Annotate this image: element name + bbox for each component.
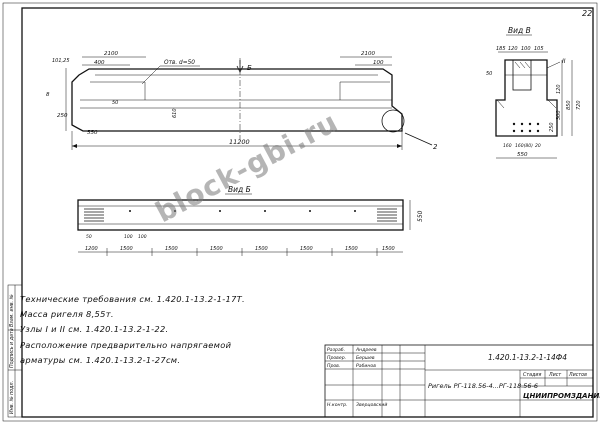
tb-name-3: Рабинов [356, 363, 376, 369]
dim-2100-right: 2100 [361, 51, 375, 57]
tb-role-1: Разраб. [327, 347, 345, 353]
view-b-dim-1200: 1200 [85, 246, 98, 252]
view-b-title: Вид Б [228, 185, 251, 194]
inner-frame [21, 7, 594, 418]
stamp-sign-label: Подпись и дата [9, 328, 15, 368]
dim-100: 100 [373, 60, 384, 66]
dim-610: 610 [172, 108, 178, 118]
view-v-dim-720: 720 [576, 100, 582, 110]
stamp-replace-label: Взам. инв. № [9, 294, 15, 327]
title-block: Разраб. Провер. Пров. Н.контр. Андреев Б… [324, 344, 600, 418]
dim-550: 550 [87, 130, 98, 136]
view-b-dim-50: 50 [86, 234, 92, 240]
page-number: 22 [582, 9, 592, 18]
note-line-4: Расположение предварительно напрягаемой [20, 339, 232, 350]
view-b-dim-550: 550 [417, 210, 424, 222]
note-line-2: Масса ригеля 8,55т. [20, 309, 114, 320]
view-v-dim-185: 185 [496, 46, 506, 52]
view-b-dim-4: 1500 [255, 246, 268, 252]
stamp-inv-label: Инв. № подл. [9, 381, 15, 414]
dim-50a: 50 [112, 100, 118, 106]
view-v-dim-550: 550 [517, 152, 528, 158]
view-b-dim-2: 1500 [165, 246, 178, 252]
tb-stage-header: Стадия [523, 372, 542, 378]
section-2-label: 2 [433, 143, 438, 151]
view-v-dim-105: 105 [534, 46, 544, 52]
tb-description: Ригель РГ-118.56-4...РГ-118.56-6 [428, 382, 538, 390]
note-line-1: Технические требования см. 1.420.1-13.2-… [20, 294, 245, 304]
view-b-dim-5: 1500 [300, 246, 313, 252]
tb-role-3: Пров. [327, 363, 340, 369]
dim-8: 8 [46, 92, 50, 98]
node-ii-label: II [562, 58, 566, 65]
tb-org: ЦНИИПРОМЗДАНИЙ [523, 391, 600, 400]
view-v-dim-160: 160 [503, 143, 512, 149]
dim-250: 250 [57, 113, 68, 119]
view-b-dim-3: 1500 [210, 246, 223, 252]
note-line-5: арматуры см. 1.420.1-13.2-1-27см. [20, 354, 181, 365]
view-v-dim-300: 300 [556, 110, 562, 120]
beam-elevation: Б 2100 2100 400 100 Отв. d=50 101,25 8 2… [46, 51, 438, 151]
view-v-dim-160-80: 160(80) [515, 143, 533, 149]
note-line-3: Узлы I и II см. 1.420.1-13.2-1-22. [20, 324, 169, 335]
view-b-dim-1: 1500 [120, 246, 133, 252]
tb-name-1: Андреев [355, 347, 377, 353]
tb-role-2: Провер. [327, 355, 346, 361]
dim-11200: 11200 [229, 138, 250, 146]
view-v: Вид В 185 120 100 105 50 120 300 850 72 [486, 26, 582, 159]
dim-400: 400 [94, 60, 105, 66]
tb-sheets-header: Листов [568, 372, 587, 378]
hole-label: Отв. d=50 [164, 60, 195, 66]
view-b-dim-100a: 100 [124, 234, 133, 240]
view-v-dim-250: 250 [549, 122, 555, 132]
view-v-dim-50: 50 [486, 71, 492, 77]
tb-name-4: Зверцовский [356, 402, 387, 408]
view-b-dim-6: 1500 [345, 246, 358, 252]
view-v-title: Вид В [508, 26, 531, 35]
tb-name-2: Бершев [356, 355, 375, 361]
tb-doc-code: 1.420.1-13.2-1-14Ф4 [488, 353, 567, 362]
dim-2100-left: 2100 [104, 51, 118, 57]
view-v-dim-120: 120 [508, 46, 518, 52]
view-b-dim-7: 1500 [382, 246, 395, 252]
view-v-dim-850: 850 [566, 100, 572, 110]
tb-sheet-header: Лист [548, 372, 561, 378]
arrow-b-label: Б [247, 64, 252, 72]
view-v-dim-20: 20 [535, 143, 541, 149]
view-b: Вид Б 100 100 50 [77, 185, 424, 256]
view-b-dim-100b: 100 [138, 234, 147, 240]
side-stamp: Инв. № подл. Подпись и дата Взам. инв. № [7, 284, 23, 418]
dim-101-25: 101,25 [52, 58, 70, 64]
tb-role-4: Н.контр. [327, 402, 348, 408]
technical-notes: Технические требования см. 1.420.1-13.2-… [20, 292, 320, 368]
view-v-dim-120r: 120 [556, 84, 562, 94]
view-v-dim-100: 100 [521, 46, 531, 52]
